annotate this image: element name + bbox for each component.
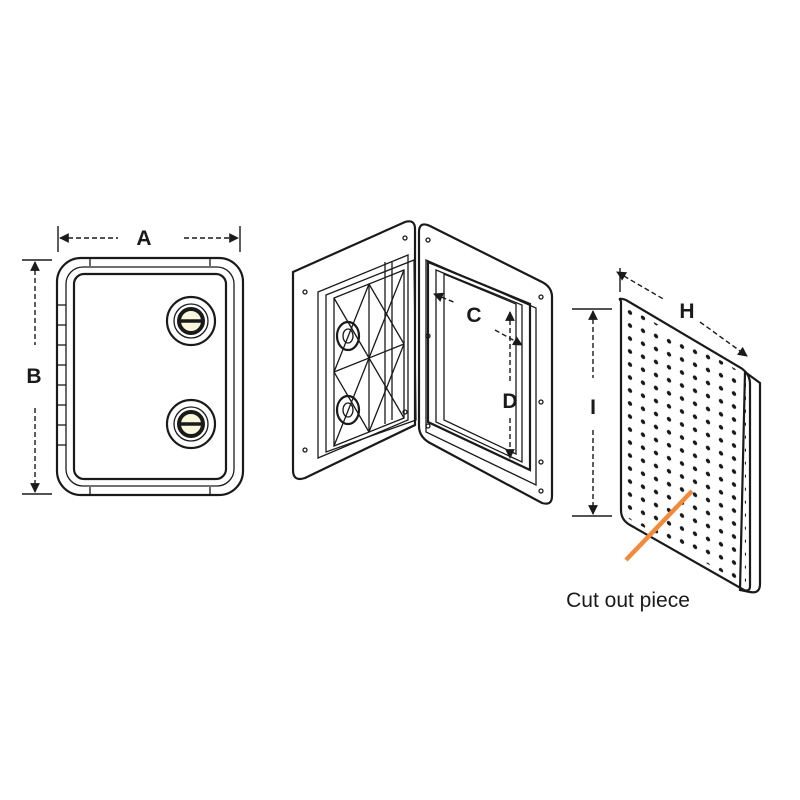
- round-latch-icon: [165, 398, 217, 450]
- frame-opening: [426, 260, 532, 472]
- lid-ribs: [333, 262, 405, 447]
- dimension-c: C: [433, 292, 523, 346]
- label-h: H: [679, 300, 694, 323]
- opened-hatch: C D: [291, 220, 554, 505]
- hatch-side-ribs: [58, 259, 211, 494]
- pointer-line: [624, 489, 694, 562]
- label-i: I: [590, 396, 596, 419]
- dimension-a: A: [57, 226, 241, 252]
- label-d: D: [502, 390, 517, 413]
- cutout-panel: [618, 297, 762, 594]
- front-view-hatch: [55, 256, 245, 497]
- panel-perforations: [624, 305, 746, 586]
- dimension-i: I: [572, 308, 612, 517]
- lid-panel: [291, 220, 417, 481]
- dimension-b: B: [22, 259, 52, 495]
- cutout-callout: Cut out piece: [566, 489, 694, 612]
- panel-face: [618, 297, 752, 592]
- label-c: C: [466, 304, 481, 327]
- label-a: A: [136, 227, 151, 250]
- panel-edge: [738, 369, 762, 594]
- screw-holes: [302, 235, 544, 494]
- hatch-outer-frame: [55, 256, 245, 497]
- cutout-caption: Cut out piece: [566, 589, 690, 612]
- frame-flange-edge: [425, 259, 537, 487]
- frame-panel: [417, 223, 554, 505]
- latch-back-icon: [335, 320, 361, 426]
- dimension-h: H: [616, 268, 748, 357]
- hatch-frame-inner-edge: [65, 266, 235, 487]
- dimension-d: D: [502, 311, 518, 459]
- round-latch-icon: [165, 295, 217, 347]
- lid-inner-recess: [317, 254, 409, 459]
- hatch-lid: [72, 272, 228, 481]
- label-b: B: [26, 365, 41, 388]
